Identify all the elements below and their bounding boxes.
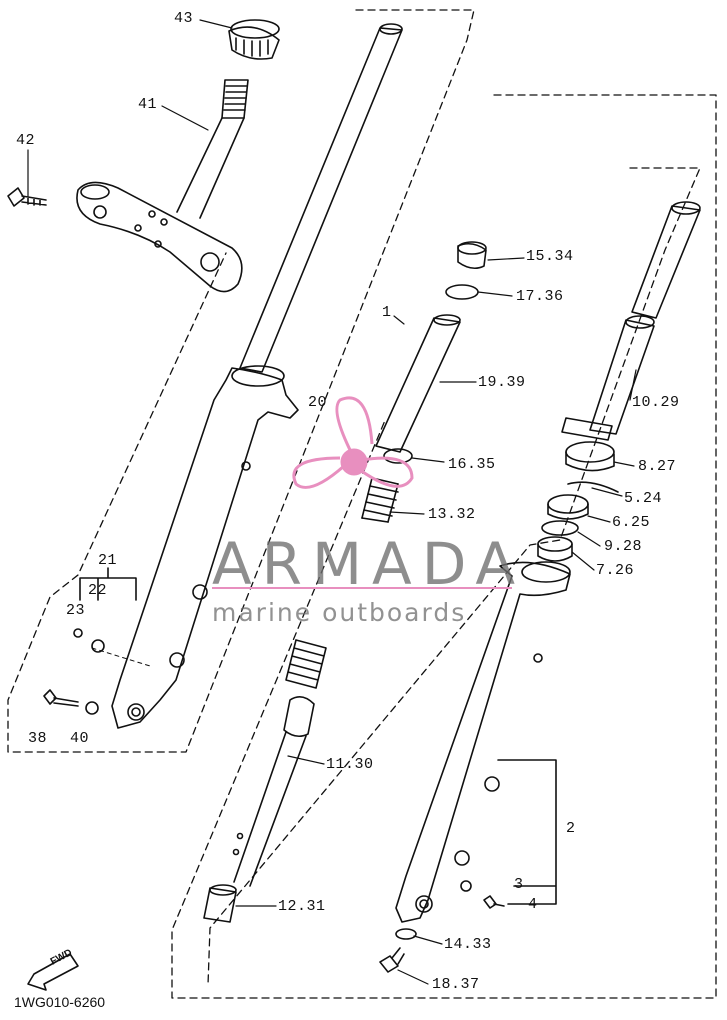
- label-17: 17.36: [516, 288, 564, 305]
- watermark-name: ARMADA: [212, 530, 526, 598]
- label-8: 8.27: [638, 458, 677, 475]
- spring-13: [361, 477, 399, 523]
- clip-5: [567, 481, 619, 493]
- seal-6: [547, 494, 589, 520]
- bolt-4: [483, 895, 505, 909]
- fwd-arrow-icon: [27, 953, 79, 991]
- label-9: 9.28: [604, 538, 643, 555]
- bracket-2: [497, 759, 557, 905]
- part-code: 1WG010-6260: [14, 994, 106, 1010]
- label-10: 10.29: [632, 394, 680, 411]
- washer-3: [460, 880, 472, 892]
- dashed-group-right: [171, 94, 717, 999]
- left-fork-assembly: [111, 23, 403, 729]
- label-40: 40: [70, 730, 90, 747]
- bracket-21-22: [79, 567, 137, 601]
- label-19: 19.39: [478, 374, 526, 391]
- washer-16: [383, 448, 413, 464]
- label-3: 3: [514, 876, 524, 893]
- label-43: 43: [174, 10, 194, 27]
- watermark-propeller-icon: [212, 396, 512, 589]
- label-6: 6.25: [612, 514, 651, 531]
- inner-tube-19: [375, 314, 461, 453]
- bearing-cap: [228, 19, 280, 60]
- right-outer-tube: [395, 561, 571, 923]
- label-7: 7.26: [596, 562, 635, 579]
- label-16: 16.35: [448, 456, 496, 473]
- watermark-tagline: marine outboards: [212, 598, 467, 627]
- label-15: 15.34: [526, 248, 574, 265]
- label-18: 18.37: [432, 976, 480, 993]
- label-2: 2: [566, 820, 576, 837]
- cap-bolt-15: [457, 241, 487, 270]
- label-38: 38: [28, 730, 48, 747]
- dashed-group-inner: [207, 167, 701, 986]
- o-ring-17: [445, 284, 479, 300]
- washer-9: [541, 520, 579, 536]
- label-13: 13.32: [428, 506, 476, 523]
- label-11: 11.30: [326, 756, 374, 773]
- label-22: 22: [88, 582, 108, 599]
- label-5: 5.24: [624, 490, 663, 507]
- dashed-group-left: [7, 9, 475, 753]
- label-20: 20: [308, 394, 328, 411]
- damper-rod-11: [232, 639, 327, 887]
- label-41: 41: [138, 96, 158, 113]
- label-1: 1: [382, 304, 392, 321]
- label-4: 4: [528, 896, 538, 913]
- bolt-18: [379, 947, 405, 973]
- label-12: 12.31: [278, 898, 326, 915]
- washer-14: [395, 928, 417, 940]
- bushing-7: [537, 536, 573, 562]
- small-parts-left: [43, 628, 151, 715]
- label-42: 42: [16, 132, 36, 149]
- bolt-42: [7, 187, 47, 207]
- label-23: 23: [66, 602, 86, 619]
- label-14: 14.33: [444, 936, 492, 953]
- right-upper-tube: [561, 201, 701, 441]
- steering-stem: [76, 79, 249, 293]
- piece-12: [203, 884, 237, 923]
- seal-8: [565, 441, 615, 472]
- label-21: 21: [98, 552, 118, 569]
